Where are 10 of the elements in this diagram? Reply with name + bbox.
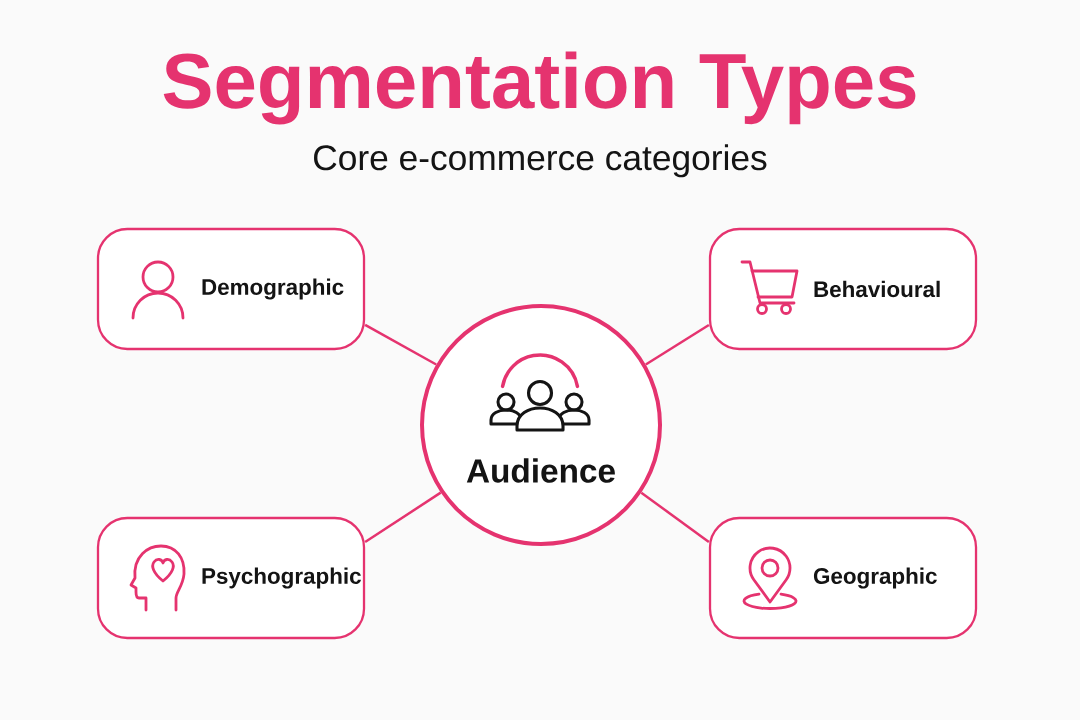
connector-line — [645, 323, 710, 366]
connector-line — [364, 323, 437, 366]
category-card: Psychographic — [96, 516, 366, 640]
category-card: Behavioural — [708, 227, 978, 351]
connector-line — [364, 491, 442, 544]
title: Segmentation Types — [163, 51, 916, 125]
connector-line — [640, 491, 710, 544]
category-card: Demographic — [96, 227, 366, 351]
subtitle: Core e-commerce categories — [314, 144, 767, 178]
category-card: Geographic — [708, 516, 978, 640]
